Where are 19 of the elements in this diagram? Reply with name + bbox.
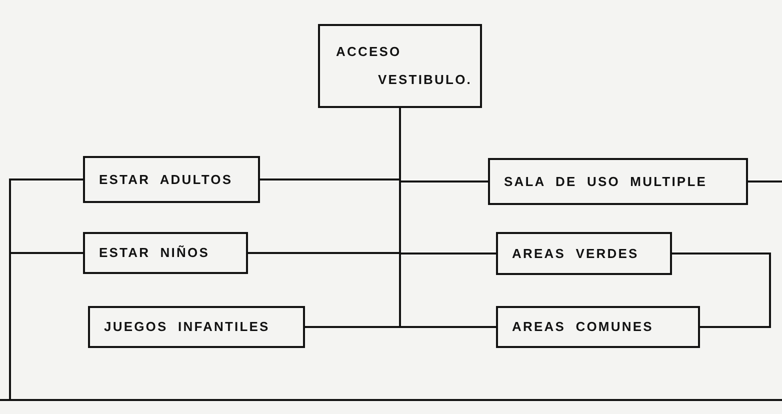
connector-line <box>748 180 782 182</box>
room-box <box>488 158 748 205</box>
room-box <box>496 306 700 348</box>
connector-line <box>672 252 771 328</box>
room-label: ACCESO <box>336 44 402 60</box>
connector-line <box>9 178 83 254</box>
room-label: VESTIBULO. <box>378 72 472 88</box>
room-label: SALA DE USO MULTIPLE <box>504 174 707 190</box>
connector-line <box>399 108 496 328</box>
room-box <box>83 156 260 203</box>
room-label: ESTAR NIÑOS <box>99 245 210 261</box>
room-box <box>88 306 305 348</box>
room-box <box>496 232 672 275</box>
room-box <box>318 24 482 108</box>
room-label: AREAS VERDES <box>512 246 639 262</box>
room-label: JUEGOS INFANTILES <box>104 319 270 335</box>
room-label: ESTAR ADULTOS <box>99 172 233 188</box>
room-box <box>83 232 248 274</box>
room-label: AREAS COMUNES <box>512 319 654 335</box>
